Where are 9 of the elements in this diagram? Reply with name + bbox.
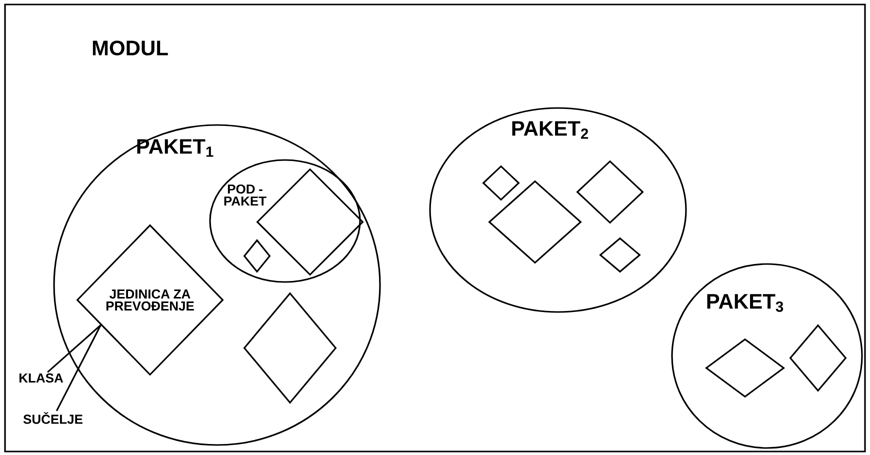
heading: PAKET$_{3}$ bbox=[707, 294, 784, 312]
heading: MODUL bbox=[92, 40, 168, 56]
heading: PAKET$_{2}$ bbox=[512, 121, 588, 139]
heading: PAKET$_{1}$ bbox=[137, 139, 214, 157]
leader-line bbox=[47, 324, 102, 373]
text-label: KLASA bbox=[20, 373, 64, 383]
text-label: SUČELJE bbox=[23, 412, 82, 424]
leader-line bbox=[56, 324, 102, 412]
heading: POD - PAKET bbox=[224, 184, 266, 206]
